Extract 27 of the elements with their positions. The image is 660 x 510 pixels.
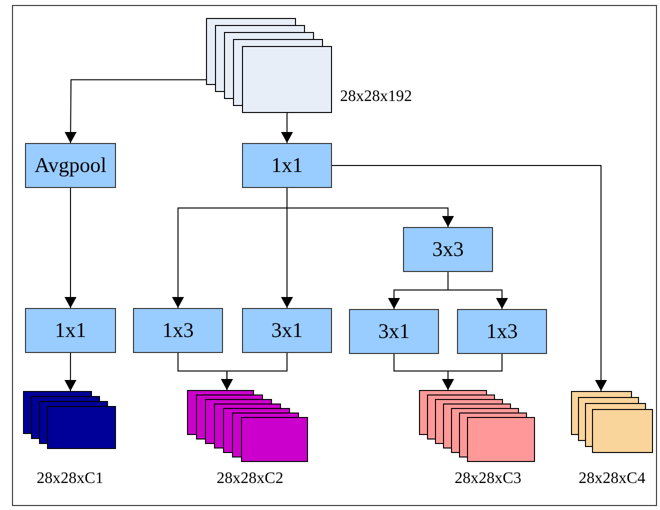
arrow <box>286 188 454 228</box>
layer-box: 3x1 <box>242 308 332 353</box>
layer-box: 1x1 <box>25 308 116 353</box>
feature-map-stack <box>187 390 308 462</box>
arrow <box>220 352 288 390</box>
layer-box: Avgpool <box>25 143 116 188</box>
arrow <box>64 352 76 392</box>
dimension-label: 28x28x192 <box>340 88 412 106</box>
feature-map-stack <box>419 390 535 462</box>
arrow <box>281 112 293 144</box>
dimension-label: 28x28xC1 <box>36 470 104 488</box>
arrow <box>442 354 502 390</box>
layer-box: 1x3 <box>133 308 223 353</box>
feature-map-stack <box>571 391 653 453</box>
feature-map-stack <box>23 391 116 449</box>
feature-map-stack <box>206 18 332 113</box>
layer-box: 1x3 <box>457 309 547 354</box>
arrow <box>64 188 76 308</box>
arrow <box>64 79 206 144</box>
arrow <box>332 165 607 392</box>
dimension-label: 28x28xC3 <box>454 470 522 488</box>
layer-box: 1x1 <box>242 143 332 188</box>
dimension-label: 28x28xC2 <box>216 470 284 488</box>
layer-box: 3x3 <box>403 227 493 272</box>
layer-box: 3x1 <box>349 309 439 354</box>
dimension-label: 28x28xC4 <box>578 470 646 488</box>
arrow <box>448 272 508 310</box>
